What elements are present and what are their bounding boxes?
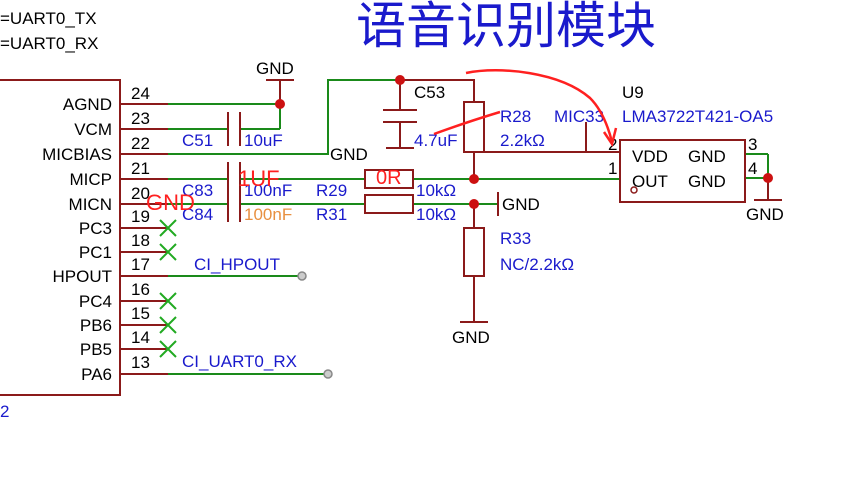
pin-num-13: 13 xyxy=(131,353,150,372)
c51-ref: C51 xyxy=(182,131,213,150)
annotations: GND 1UF 0R xyxy=(146,166,402,215)
ic-left-pins: AGND VCM MICBIAS MICP MICN PC3 PC1 HPOUT… xyxy=(42,84,168,384)
u9-num-3: 3 xyxy=(748,135,757,154)
pin-name-pb5: PB5 xyxy=(80,340,112,359)
annotation-1uf: 1UF xyxy=(238,166,280,191)
pin-name-hpout: HPOUT xyxy=(53,267,113,286)
annotation-gnd: GND xyxy=(146,190,195,215)
pin-name-pc3: PC3 xyxy=(79,219,112,238)
capacitor-c84 xyxy=(227,188,241,222)
chip-u9-pin1-dot xyxy=(630,186,638,194)
pin-num-22: 22 xyxy=(131,134,150,153)
netflag-uart-rx xyxy=(323,369,333,379)
u9-pin-gnd1: GND xyxy=(688,147,726,166)
c84-ref: C84 xyxy=(182,205,213,224)
c51-value: 10uF xyxy=(244,131,283,150)
c53-ref: C53 xyxy=(414,83,445,102)
labels: GND GND GND GND GND C51 10uF C53 4.7uF C… xyxy=(182,59,784,371)
netflag-hpout xyxy=(297,271,307,281)
resistor-r29 xyxy=(364,169,414,189)
resistor-r33 xyxy=(463,227,485,277)
gnd-label-r33: GND xyxy=(452,328,490,347)
pin-num-18: 18 xyxy=(131,231,150,250)
u9-num-1: 1 xyxy=(608,159,617,178)
pin-num-14: 14 xyxy=(131,328,150,347)
chip-u9-text: VDD OUT GND GND 2 1 3 4 xyxy=(608,135,757,191)
gnd-label-u9: GND xyxy=(746,205,784,224)
pin-name-pa6: PA6 xyxy=(81,365,112,384)
pin-num-24: 24 xyxy=(131,84,150,103)
r29-ref: R29 xyxy=(316,181,347,200)
uart-rx-label: =UART0_RX xyxy=(0,34,98,53)
pin-name-micn: MICN xyxy=(69,195,112,214)
pin-name-pc4: PC4 xyxy=(79,292,112,311)
page-title: 语音识别模块 xyxy=(356,0,656,55)
pin-name-pc1: PC1 xyxy=(79,243,112,262)
r33-ref: R33 xyxy=(500,229,531,248)
r33-value: NC/2.2kΩ xyxy=(500,255,574,274)
pin-name-pb6: PB6 xyxy=(80,316,112,335)
pin-num-17: 17 xyxy=(131,255,150,274)
capacitor-c53 xyxy=(383,109,417,123)
wires xyxy=(168,79,769,375)
u9-num-4: 4 xyxy=(748,159,757,178)
pin-num-23: 23 xyxy=(131,109,150,128)
u9-pin-gnd2: GND xyxy=(688,172,726,191)
uart-tx-label: =UART0_TX xyxy=(0,9,97,28)
pin-name-micbias: MICBIAS xyxy=(42,145,112,164)
r29-value: 10kΩ xyxy=(416,181,456,200)
junction-dots xyxy=(275,75,773,209)
annotation-strokes xyxy=(433,69,618,148)
resistor-r28 xyxy=(463,101,485,153)
r31-value: 10kΩ xyxy=(416,205,456,224)
c83-ref: C83 xyxy=(182,181,213,200)
r28-ref: R28 xyxy=(500,107,531,126)
mic-label: MIC33 xyxy=(554,107,604,126)
c84-value: 100nF xyxy=(244,205,292,224)
gnd-label-right: GND xyxy=(502,195,540,214)
r31-ref: R31 xyxy=(316,205,347,224)
pin-name-vcm: VCM xyxy=(74,120,112,139)
r28-value: 2.2kΩ xyxy=(500,131,545,150)
gnd-symbols xyxy=(266,79,782,323)
pin-num-20: 20 xyxy=(131,184,150,203)
noconnect-markers xyxy=(159,219,177,358)
net-uart-rx: CI_UART0_RX xyxy=(182,352,297,371)
c53-value: 4.7uF xyxy=(414,131,457,150)
pin-num-16: 16 xyxy=(131,280,150,299)
ic-left-suffix: 2 xyxy=(0,402,9,421)
ic-left-body xyxy=(0,79,121,396)
pin-num-21: 21 xyxy=(131,159,150,178)
pin-name-micp: MICP xyxy=(70,170,113,189)
annotation-0r: 0R xyxy=(376,167,402,189)
u9-ref: U9 xyxy=(622,83,644,102)
net-hpout: CI_HPOUT xyxy=(194,255,280,274)
gnd-label-c53: GND xyxy=(330,145,368,164)
pin-name-agnd: AGND xyxy=(63,95,112,114)
gnd-label-top: GND xyxy=(256,59,294,78)
pin-num-19: 19 xyxy=(131,207,150,226)
u9-pin-out: OUT xyxy=(632,172,668,191)
u9-part: LMA3722T421-OA5 xyxy=(622,107,773,126)
pin-num-15: 15 xyxy=(131,304,150,323)
resistor-r31 xyxy=(364,194,414,214)
chip-u9 xyxy=(619,139,746,203)
c83-value: 100nF xyxy=(244,181,292,200)
capacitor-c51 xyxy=(227,112,241,146)
u9-pin-vdd: VDD xyxy=(632,147,668,166)
